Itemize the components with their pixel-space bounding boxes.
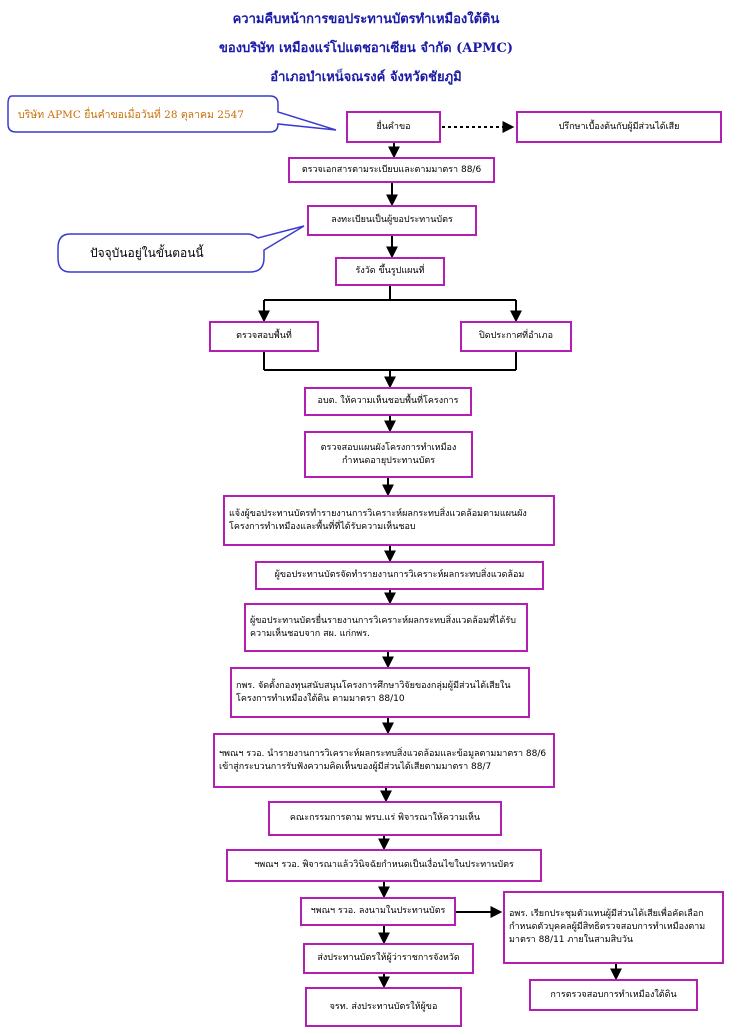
step-mine-inspection: การตรวจสอบการทำเหมืองใต้ดิน xyxy=(529,979,698,1011)
callout-current-text: ปัจจุบันอยู่ในขั้นตอนนี้ xyxy=(90,246,204,260)
step-deliver-concession: จรท. ส่งประทานบัตรให้ผู้ขอ xyxy=(305,987,462,1027)
step-post-notice: ปิดประกาศที่อำเภอ xyxy=(460,321,572,352)
step-submit-eia: ผู้ขอประทานบัตรยื่นรายงานการวิเคราะห์ผลก… xyxy=(244,603,528,652)
step-submit-request: ยื่นคำขอ xyxy=(346,111,441,143)
step-public-hearing: ฯพณฯ รวอ. นำรายงานการวิเคราะห์ผลกระทบสิ่… xyxy=(213,733,555,788)
step-prepare-eia: ผู้ขอประทานบัตรจัดทำรายงานการวิเคราะห์ผล… xyxy=(255,561,544,590)
step-tao-approval: อบต. ให้ความเห็นชอบพื้นที่โครงการ xyxy=(304,387,472,416)
step-send-to-governor: ส่งประทานบัตรให้ผู้ว่าราชการจังหวัด xyxy=(303,943,474,974)
title-line-1: ความคืบหน้าการขอประทานบัตรทำเหมืองใต้ดิน xyxy=(232,12,500,27)
step-consult-stakeholders: ปรึกษาเบื้องต้นกับผู้มีส่วนได้เสีย xyxy=(516,111,722,143)
step-committee-opinion: คณะกรรมการตาม พรบ.แร่ พิจารณาให้ความเห็น xyxy=(268,801,502,836)
step-inspect-area: ตรวจสอบพื้นที่ xyxy=(209,321,319,352)
step-survey-map: รังวัด ขึ้นรูปแผนที่ xyxy=(335,257,445,286)
step-minister-sign: ฯพณฯ รวอ. ลงนามในประทานบัตร xyxy=(300,897,456,926)
step-research-fund: กพร. จัดตั้งกองทุนสนับสนุนโครงการศึกษาวิ… xyxy=(230,667,530,718)
title-line-3: อำเภอบำเหน็จณรงค์ จังหวัดชัยภูมิ xyxy=(270,70,462,85)
callout-top-text: บริษัท APMC ยื่นคำขอเมื่อวันที่ 28 ตุลาค… xyxy=(18,109,244,121)
step-register-applicant: ลงทะเบียนเป็นผู้ขอประทานบัตร xyxy=(307,205,477,236)
step-notify-eia: แจ้งผู้ขอประทานบัตรทำรายงานการวิเคราะห์ผ… xyxy=(223,495,555,546)
step-check-documents: ตรวจเอกสารตามระเบียบและตามมาตรา 88/6 xyxy=(288,157,495,183)
title-line-2: ของบริษัท เหมืองแร่โปแตชอาเซียน จำกัด (A… xyxy=(219,41,513,56)
step-minister-conditions: ฯพณฯ รวอ. พิจารณาแล้ววินิจฉัยกำหนดเป็นเง… xyxy=(226,849,542,882)
callout-current-shape xyxy=(57,225,305,273)
step-check-mining-plan: ตรวจสอบแผนผังโครงการทำเหมือง กำหนดอายุปร… xyxy=(304,431,473,478)
callout-top-shape xyxy=(7,95,337,133)
step-select-inspectors: อพร. เรียกประชุมตัวแทนผู้มีส่วนได้เสียเพ… xyxy=(503,891,724,964)
